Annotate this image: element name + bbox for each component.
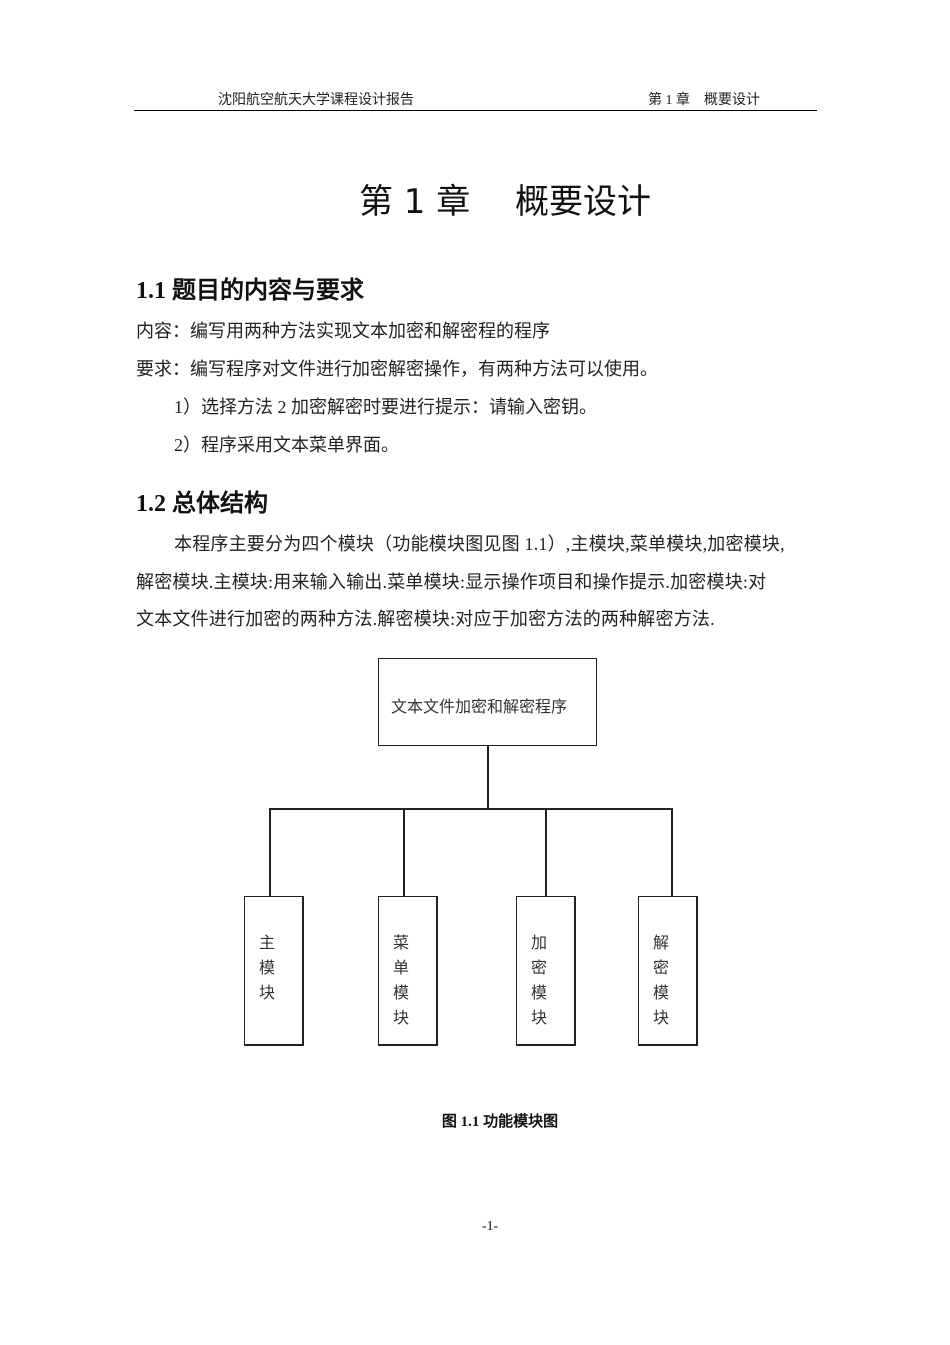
main-module-box: 主模块 — [244, 896, 304, 1046]
root-module-label: 文本文件加密和解密程序 — [391, 699, 568, 716]
root-module-box: 文本文件加密和解密程序 — [378, 658, 597, 746]
menu-module-label: 菜单模块 — [393, 935, 410, 1027]
connector-root-vertical — [487, 746, 489, 808]
section-title-1-2: 1.2 总体结构 — [136, 491, 268, 517]
encrypt-module-label: 加密模块 — [531, 935, 548, 1027]
encrypt-module-box: 加密模块 — [516, 896, 576, 1046]
page-header-right: 第 1 章 概要设计 — [648, 93, 760, 108]
structure-paragraph-line-3: 文本文件进行加密的两种方法.解密模块:对应于加密方法的两种解密方法. — [136, 609, 715, 629]
content-line: 内容：编写用两种方法实现文本加密和解密程的程序 — [136, 321, 550, 341]
requirement-item-1: 1）选择方法 2 加密解密时要进行提示：请输入密钥。 — [174, 397, 597, 417]
main-module-label: 主模块 — [259, 935, 276, 1002]
decrypt-module-box: 解密模块 — [638, 896, 698, 1046]
connector-branch-1 — [269, 808, 271, 897]
figure-caption: 图 1.1 功能模块图 — [441, 1114, 559, 1130]
section-title-1-1: 1.1 题目的内容与要求 — [136, 278, 364, 304]
structure-paragraph-line-2: 解密模块.主模块:用来输入输出.菜单模块:显示操作项目和操作提示.加密模块:对 — [136, 572, 767, 592]
structure-paragraph-line-1: 本程序主要分为四个模块（功能模块图见图 1.1）,主模块,菜单模块,加密模块, — [174, 534, 785, 554]
header-rule — [134, 110, 817, 111]
requirement-line: 要求：编写程序对文件进行加密解密操作，有两种方法可以使用。 — [136, 359, 658, 379]
connector-branch-4 — [671, 808, 673, 897]
connector-branch-2 — [403, 808, 405, 897]
connector-branch-3 — [545, 808, 547, 897]
decrypt-module-label: 解密模块 — [653, 935, 670, 1027]
page-number: -1- — [481, 1219, 499, 1234]
requirement-item-2: 2）程序采用文本菜单界面。 — [174, 435, 399, 455]
connector-horizontal — [269, 808, 673, 810]
chapter-title: 第 1 章 概要设计 — [358, 182, 652, 222]
page-header-left: 沈阳航空航天大学课程设计报告 — [218, 93, 414, 108]
menu-module-box: 菜单模块 — [378, 896, 438, 1046]
